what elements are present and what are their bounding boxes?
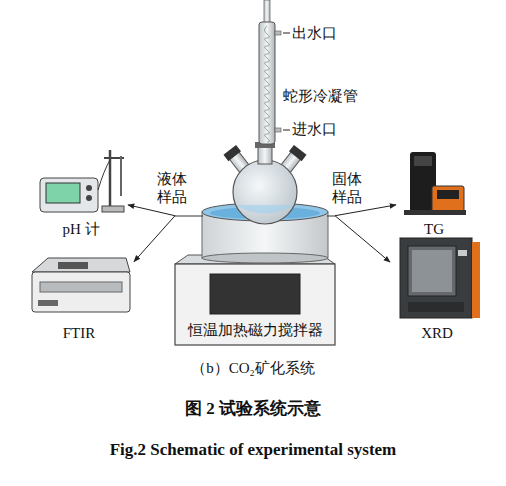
node-label: TG — [424, 221, 444, 238]
node-label: pH 计 — [62, 221, 99, 238]
magnetic-stirrer-body — [175, 255, 335, 345]
node-label: FTIR — [63, 325, 96, 342]
magnetic-stirrer: 恒温加热磁力搅拌器 — [175, 206, 335, 345]
solid-sample-label: 固体样品 — [332, 170, 364, 206]
inlet-label: 进水口 — [292, 121, 337, 138]
sample-arrow — [335, 216, 390, 262]
ftir-icon — [32, 258, 130, 312]
serpentine-condenser — [259, 0, 290, 144]
node-label: XRD — [421, 325, 453, 342]
sample-arrow — [128, 205, 175, 216]
xrd-icon — [400, 238, 480, 318]
node-label: 恒温加热磁力搅拌器 — [188, 322, 323, 339]
outlet-label: 出水口 — [292, 25, 337, 42]
three-neck-flask — [223, 142, 306, 224]
liquid-sample-label: 液体样品 — [157, 170, 189, 206]
sample-arrow — [335, 205, 396, 216]
water-bath — [175, 203, 335, 263]
condenser-label: 蛇形冷凝管 — [283, 88, 358, 105]
subfigure-caption: （b）CO₂矿化系统 — [191, 360, 315, 377]
ph-meter: pH 计 — [34, 146, 128, 238]
figure-caption: Fig.2 Schematic of experimental system — [0, 440, 506, 460]
ftir-instrument: FTIR — [24, 244, 134, 342]
xrd-instrument: XRD — [390, 234, 484, 342]
tg-icon — [404, 152, 466, 215]
sample-arrow — [134, 216, 175, 262]
tg-instrument: TG — [396, 146, 472, 238]
ph-meter-icon — [40, 150, 124, 212]
figure-title: 图 2 试验系统示意 — [0, 397, 506, 420]
